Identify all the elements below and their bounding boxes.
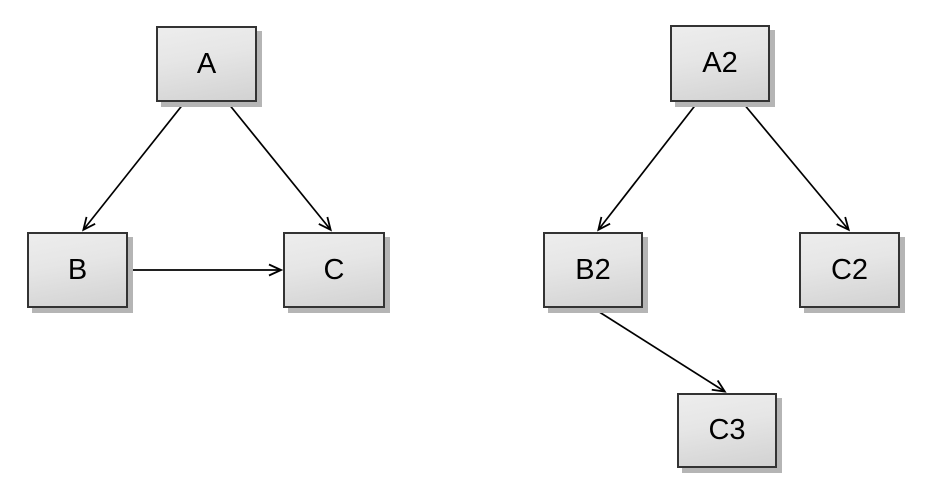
- node-label-B: B: [67, 253, 88, 286]
- node-A2[interactable]: A2: [670, 25, 770, 102]
- edge-A-to-B: [84, 102, 185, 229]
- node-label-C2: C2: [830, 253, 869, 286]
- node-B[interactable]: B: [27, 232, 128, 308]
- node-A[interactable]: A: [156, 26, 257, 102]
- node-label-A: A: [196, 47, 217, 80]
- edge-A2-to-C2: [742, 102, 848, 229]
- edge-A2-to-B2: [599, 102, 698, 229]
- edge-B2-to-C3: [592, 307, 724, 391]
- node-label-C3: C3: [708, 414, 746, 446]
- node-label-A2: A2: [702, 47, 738, 79]
- node-C2[interactable]: C2: [799, 232, 900, 308]
- node-C3[interactable]: C3: [677, 393, 777, 468]
- node-B2[interactable]: B2: [543, 232, 643, 308]
- node-label-C: C: [323, 253, 345, 286]
- node-C[interactable]: C: [283, 232, 385, 308]
- node-label-B2: B2: [575, 253, 611, 286]
- edge-A-to-C: [227, 102, 330, 229]
